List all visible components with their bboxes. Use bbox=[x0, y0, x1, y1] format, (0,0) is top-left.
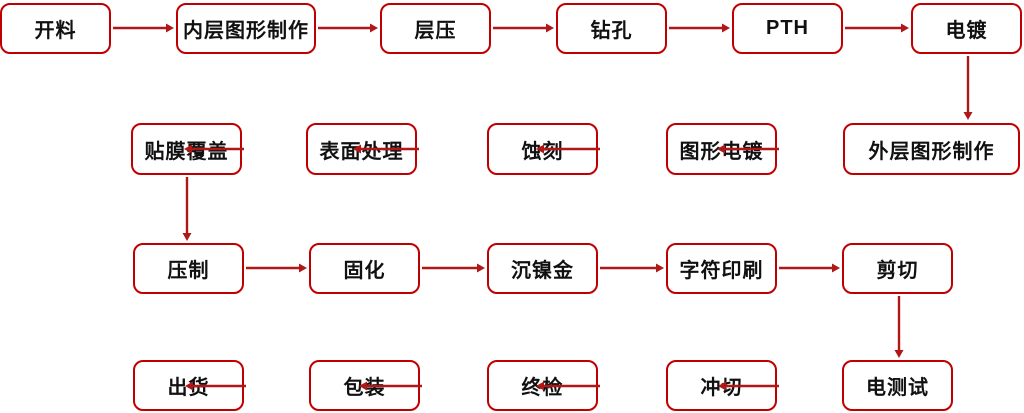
flow-arrow-horizontal-left bbox=[536, 141, 600, 157]
process-node-label: 字符印刷 bbox=[679, 260, 764, 282]
flow-arrow-horizontal-right bbox=[600, 260, 664, 276]
process-node-label: PTH bbox=[766, 17, 809, 39]
process-node-label: 电镀 bbox=[945, 20, 988, 42]
flow-arrow-horizontal-left bbox=[718, 378, 779, 394]
process-node[interactable]: 开料 bbox=[0, 3, 111, 54]
process-node[interactable]: 固化 bbox=[309, 243, 420, 294]
flow-arrow-vertical-down bbox=[960, 56, 976, 120]
flow-arrow-horizontal-right bbox=[493, 20, 554, 36]
flow-arrow-horizontal-right bbox=[113, 20, 174, 36]
process-node-label: 钻孔 bbox=[590, 20, 633, 42]
flow-arrow-horizontal-right bbox=[246, 260, 307, 276]
process-node[interactable]: 冲切 bbox=[666, 360, 777, 411]
flow-arrow-horizontal-left bbox=[717, 141, 779, 157]
flow-arrow-horizontal-right bbox=[318, 20, 378, 36]
process-node[interactable]: 字符印刷 bbox=[666, 243, 777, 294]
process-node-label: 剪切 bbox=[876, 260, 919, 282]
flow-arrow-vertical-down bbox=[891, 296, 907, 358]
flow-arrow-horizontal-left bbox=[353, 141, 419, 157]
process-node-label: 图形电镀 bbox=[680, 135, 764, 164]
process-node-label: 出货 bbox=[167, 377, 210, 399]
flow-arrow-horizontal-right bbox=[422, 260, 485, 276]
process-node[interactable]: 电测试 bbox=[842, 360, 953, 411]
process-node-label: 开料 bbox=[34, 20, 77, 42]
process-node-label: 沉镍金 bbox=[511, 260, 574, 282]
process-node-label: 电测试 bbox=[866, 377, 929, 399]
flow-arrow-horizontal-left bbox=[536, 378, 600, 394]
process-node-label: 压制 bbox=[167, 260, 210, 282]
process-node[interactable]: 钻孔 bbox=[556, 3, 667, 54]
process-node[interactable]: 层压 bbox=[380, 3, 491, 54]
process-node[interactable]: 沉镍金 bbox=[487, 243, 598, 294]
process-node-label: 外层图形制作 bbox=[868, 140, 995, 163]
process-node-label: 层压 bbox=[414, 20, 457, 42]
process-node-label: 贴膜覆盖 bbox=[144, 140, 229, 163]
process-node[interactable]: 剪切 bbox=[842, 243, 953, 294]
flow-arrow-horizontal-left bbox=[184, 141, 244, 157]
process-node[interactable]: PTH bbox=[732, 3, 843, 54]
process-node-label: 冲切 bbox=[700, 377, 743, 399]
process-node[interactable]: 压制 bbox=[133, 243, 244, 294]
flow-arrow-horizontal-right bbox=[779, 260, 840, 276]
flow-arrow-horizontal-right bbox=[669, 20, 730, 36]
process-node[interactable]: 外层图形制作 bbox=[843, 123, 1020, 175]
process-node-label: 内层图形制作 bbox=[183, 20, 309, 42]
flow-arrow-vertical-down bbox=[179, 177, 195, 241]
flow-arrow-horizontal-right bbox=[845, 20, 909, 36]
process-node[interactable]: 内层图形制作 bbox=[176, 3, 316, 54]
flow-arrow-horizontal-left bbox=[359, 378, 422, 394]
process-node[interactable]: 电镀 bbox=[911, 3, 1022, 54]
flow-arrow-horizontal-left bbox=[185, 378, 246, 394]
process-node-label: 固化 bbox=[343, 260, 386, 282]
